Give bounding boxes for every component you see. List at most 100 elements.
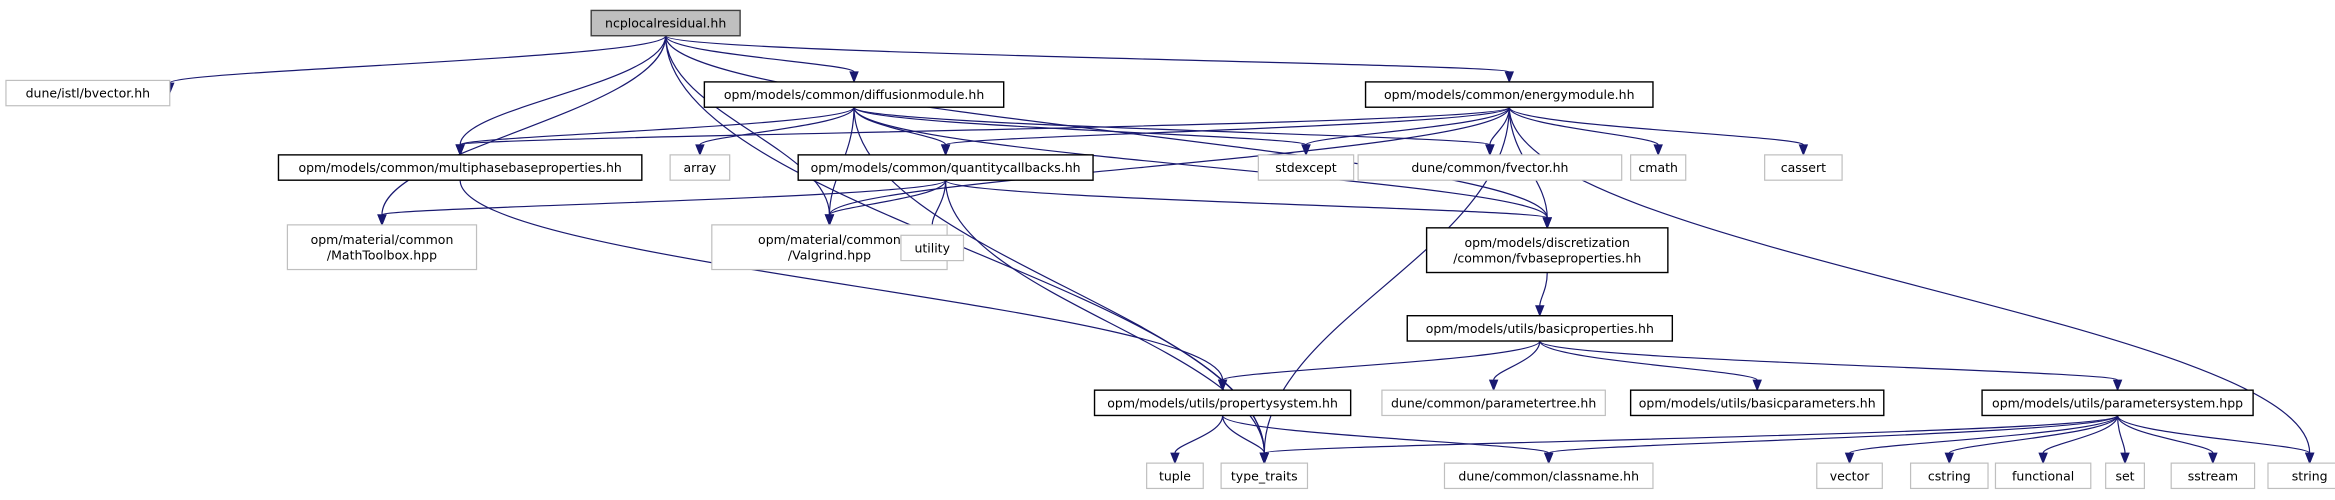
node-box — [5, 79, 171, 107]
arrowhead-icon — [1301, 144, 1311, 157]
node-box — [1381, 389, 1606, 417]
node-multiphase[interactable]: opm/models/common/multiphasebaseproperti… — [277, 154, 643, 181]
arrowhead-icon — [2038, 452, 2048, 465]
edge-paramsys-to-typetraits — [1259, 414, 2119, 465]
node-cassert: cassert — [1764, 154, 1843, 181]
node-label: dune/common/classname.hh — [1458, 468, 1639, 483]
node-box — [590, 9, 741, 37]
node-fvbase[interactable]: opm/models/discretization/common/fvbasep… — [1425, 227, 1669, 274]
edge-line — [1508, 106, 1659, 146]
edge-line — [459, 106, 1510, 146]
edge-basicprops-to-paramsys — [1539, 340, 2123, 392]
edge-energy-to-multiphase — [455, 106, 1510, 157]
node-label: opm/models/utils/parametersystem.hpp — [1992, 395, 2243, 410]
arrowhead-icon — [1653, 144, 1663, 157]
edge-line — [828, 179, 947, 216]
edge-paramsys-to-vector — [1844, 414, 2119, 465]
edge-line — [2116, 415, 2214, 454]
node-label: dune/istl/bvector.hh — [26, 86, 151, 101]
edge-line — [169, 35, 667, 84]
node-label: ncplocalresidual.hh — [605, 16, 726, 31]
edge-line — [1548, 414, 2119, 454]
node-label: opm/models/common/energymodule.hh — [1384, 87, 1635, 102]
edge-energy-to-quantity — [940, 106, 1510, 157]
edge-energy-to-fvector — [1485, 107, 1510, 157]
node-label: opm/material/common — [311, 232, 454, 247]
arrowhead-icon — [1798, 144, 1809, 157]
node-diffusion[interactable]: opm/models/common/diffusionmodule.hh — [703, 81, 1005, 108]
edge-line — [459, 180, 1224, 381]
node-box — [669, 154, 731, 181]
edge-energy-to-stdexcept — [1301, 106, 1510, 157]
node-label: opm/models/discretization — [1464, 235, 1630, 250]
edge-paramsys-to-sstream — [2116, 415, 2218, 465]
node-label: dune/common/parametertree.hh — [1391, 395, 1596, 410]
edge-line — [1305, 106, 1510, 146]
edge-diffusion-to-array — [695, 106, 855, 157]
node-typetraits: type_traits — [1220, 462, 1309, 490]
node-label: /common/fvbaseproperties.hh — [1453, 250, 1641, 265]
nodes-layer: ncplocalresidual.hh dune/istl/bvector.hh o… — [5, 9, 2335, 490]
edge-line — [1539, 340, 1758, 381]
node-box — [2105, 462, 2145, 490]
node-basicparams[interactable]: opm/models/utils/basicparameters.hh — [1629, 389, 1885, 417]
node-label: cassert — [1781, 160, 1826, 175]
arrowhead-icon — [2304, 452, 2315, 465]
edge-line — [381, 179, 947, 216]
node-basicprops[interactable]: opm/models/utils/basicproperties.hh — [1406, 315, 1674, 342]
arrowhead-icon — [2120, 452, 2130, 465]
node-stdexcept: stdexcept — [1257, 154, 1355, 181]
arrowhead-icon — [377, 214, 387, 227]
edge-line — [665, 35, 831, 215]
node-root[interactable]: ncplocalresidual.hh — [590, 9, 741, 37]
edge-paramsys-to-string — [2116, 415, 2315, 465]
node-functional: functional — [1994, 462, 2092, 490]
node-box — [1443, 462, 1654, 490]
node-label: opm/models/common/diffusionmodule.hh — [724, 87, 984, 102]
node-box — [1764, 154, 1843, 181]
node-classname: dune/common/classname.hh — [1443, 462, 1654, 490]
edge-line — [1222, 415, 1265, 454]
node-box — [1364, 81, 1654, 108]
node-energy[interactable]: opm/models/common/energymodule.hh — [1364, 81, 1654, 108]
edge-root-to-mathtoolbox — [377, 35, 667, 227]
edge-line — [1222, 414, 1550, 454]
node-label: cmath — [1638, 160, 1678, 175]
edge-line — [1493, 340, 1541, 381]
node-box — [1093, 389, 1352, 417]
node-label: tuple — [1159, 468, 1191, 483]
edge-line — [1539, 272, 1548, 306]
arrowhead-icon — [1844, 452, 1855, 465]
edge-line — [2042, 415, 2119, 454]
node-box — [900, 234, 965, 262]
node-fvector: dune/common/fvector.hh — [1357, 154, 1623, 181]
arrowhead-icon — [1217, 379, 1228, 392]
edge-energy-to-cmath — [1508, 106, 1663, 157]
node-box — [1909, 462, 1989, 490]
node-label: set — [2115, 468, 2134, 483]
arrowhead-icon — [2208, 452, 2218, 465]
edge-line — [665, 35, 1548, 218]
edge-quantity-to-typetraits — [945, 180, 1270, 465]
edge-paramsys-to-set — [2116, 415, 2130, 465]
edge-line — [945, 106, 1510, 146]
node-quantity[interactable]: opm/models/common/quantitycallbacks.hh — [797, 154, 1094, 181]
node-array: array — [669, 154, 731, 181]
edge-line — [945, 179, 1548, 219]
node-box — [1816, 462, 1883, 490]
node-paramsys[interactable]: opm/models/utils/parametersystem.hpp — [1981, 389, 2254, 417]
node-label: type_traits — [1231, 468, 1298, 483]
edge-paramsys-to-classname — [1543, 414, 2119, 465]
arrowhead-icon — [695, 144, 705, 157]
node-label: opm/models/utils/basicproperties.hh — [1426, 321, 1654, 336]
edge-line — [2116, 415, 2126, 454]
node-propsys[interactable]: opm/models/utils/propertysystem.hh — [1093, 389, 1352, 417]
node-label: /MathToolbox.hpp — [327, 247, 437, 262]
arrowhead-icon — [1752, 379, 1762, 392]
edge-diffusion-to-multiphase — [455, 106, 855, 157]
edge-line — [931, 180, 947, 226]
arrowhead-icon — [1542, 217, 1552, 230]
edge-line — [1508, 106, 1804, 146]
edge-paramsys-to-functional — [2038, 415, 2119, 465]
node-box — [1981, 389, 2254, 417]
